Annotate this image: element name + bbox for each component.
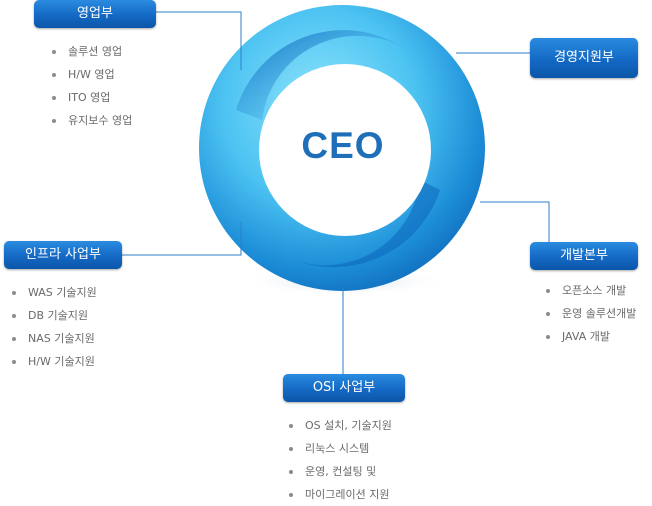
dept-dev-button[interactable]: 개발본부 [530,242,638,270]
list-item-label: 유지보수 영업 [68,114,133,127]
list-item: NAS 기술지원 [12,327,97,350]
list-item: OS 설치, 기술지원 [289,414,392,437]
list-item: 운영, 컨설팅 및 [289,460,392,483]
bullet-icon [52,73,56,77]
list-item-label: OS 설치, 기술지원 [305,419,392,432]
bullet-icon [546,335,550,339]
list-item-label: 솔루션 영업 [68,45,123,58]
list-item: DB 기술지원 [12,304,97,327]
bullet-icon [546,312,550,316]
list-item: 마이그레이션 지원 [289,483,392,506]
list-item-label: JAVA 개발 [562,330,610,343]
connector-infra [122,222,242,256]
bullet-icon [12,360,16,364]
bullet-icon [289,424,293,428]
list-item: 운영 솔루션개발 [546,302,636,325]
bullet-icon [289,493,293,497]
bullet-icon [12,314,16,318]
bullet-icon [12,291,16,295]
list-item-label: H/W 기술지원 [28,355,95,368]
bullet-icon [546,289,550,293]
list-item-label: DB 기술지원 [28,309,88,322]
bullet-icon [289,470,293,474]
list-item-label: WAS 기술지원 [28,286,97,299]
list-item: ITO 영업 [52,86,132,109]
list-item-label: 운영 솔루션개발 [562,307,637,320]
dept-infra-button[interactable]: 인프라 사업부 [4,241,122,269]
dept-management-button[interactable]: 경영지원부 [530,38,638,78]
bullet-icon [52,96,56,100]
list-item: 유지보수 영업 [52,109,132,132]
list-item-label: 마이그레이션 지원 [305,488,390,501]
dept-sales-button[interactable]: 영업부 [34,0,156,28]
list-item: H/W 영업 [52,63,132,86]
bullet-icon [12,337,16,341]
dept-osi-list: OS 설치, 기술지원 리눅스 시스템 운영, 컨설팅 및 마이그레이션 지원 [289,414,392,506]
list-item-label: 오픈소스 개발 [562,284,627,297]
connector-sales [156,11,242,70]
ring-swirl-top [236,30,404,121]
ceo-label: CEO [301,125,385,166]
dept-osi-button[interactable]: OSI 사업부 [283,374,405,402]
ring-swirl-bottom [300,180,440,268]
connector-dev [480,201,550,242]
list-item: WAS 기술지원 [12,281,97,304]
dept-sales-list: 솔루션 영업 H/W 영업 ITO 영업 유지보수 영업 [52,40,132,132]
list-item-label: H/W 영업 [68,68,115,81]
list-item-label: NAS 기술지원 [28,332,95,345]
list-item: JAVA 개발 [546,325,636,348]
list-item: 솔루션 영업 [52,40,132,63]
list-item: H/W 기술지원 [12,350,97,373]
ring-center [259,64,431,236]
bullet-icon [52,119,56,123]
list-item-label: 운영, 컨설팅 및 [305,465,377,478]
list-item: 오픈소스 개발 [546,279,636,302]
bullet-icon [289,447,293,451]
dept-infra-list: WAS 기술지원 DB 기술지원 NAS 기술지원 H/W 기술지원 [12,281,97,373]
bullet-icon [52,50,56,54]
list-item-label: 리눅스 시스템 [305,442,370,455]
list-item-label: ITO 영업 [68,91,111,104]
dept-dev-list: 오픈소스 개발 운영 솔루션개발 JAVA 개발 [546,279,636,348]
list-item: 리눅스 시스템 [289,437,392,460]
